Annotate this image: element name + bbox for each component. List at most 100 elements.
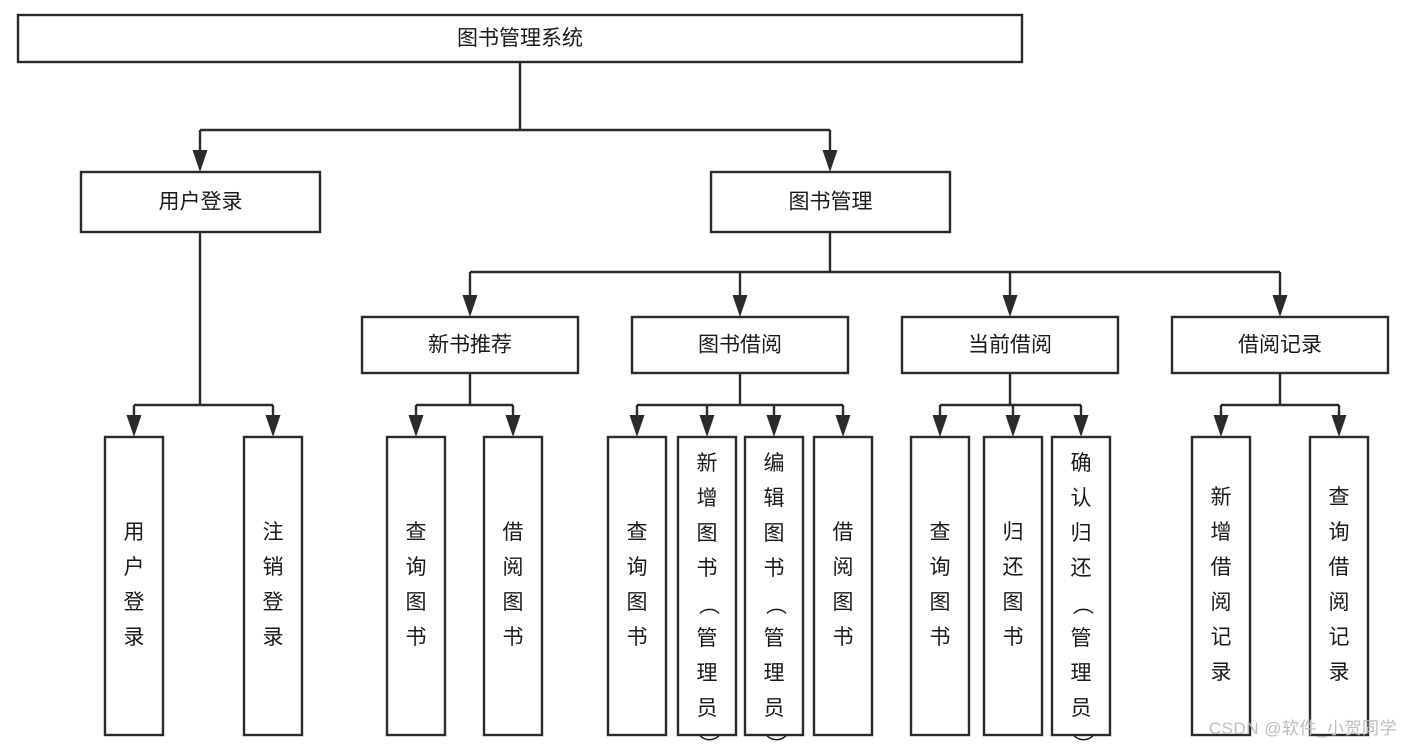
node-box[interactable]: [385, 435, 447, 737]
node-label-char: 辑: [764, 487, 785, 510]
node-label-char: 书: [503, 626, 524, 649]
node-box[interactable]: [360, 315, 580, 375]
node-box[interactable]: [900, 315, 1120, 375]
node-leaf-logout[interactable]: 注销登录注销登录: [242, 435, 304, 737]
node-label-char: 查: [1329, 486, 1350, 509]
node-leaf-add-record[interactable]: 新增借阅记录新增借阅记录: [1190, 435, 1252, 737]
node-label-char: ）: [1070, 734, 1093, 747]
arrow-to-leaf-logout: [265, 405, 281, 437]
node-label-char: 图: [833, 591, 854, 614]
node-borrow-records[interactable]: 借阅记录: [1170, 315, 1390, 375]
node-label-char: 询: [406, 556, 427, 579]
arrow-to-leaf-add-record: [1213, 405, 1229, 437]
node-label-char: （: [696, 594, 719, 615]
arrow-to-leaf-return-book: [1005, 405, 1021, 437]
arrow-to-leaf-query-record: [1331, 405, 1347, 437]
node-label-char: 员: [1071, 697, 1092, 720]
connector-layer: [134, 62, 1339, 407]
arrow-to-leaf-query-book-1: [408, 405, 424, 437]
node-leaf-borrow-book-1[interactable]: 借阅图书借阅图书: [482, 435, 544, 737]
node-label-char: 确: [1071, 452, 1092, 475]
node-box[interactable]: [1190, 435, 1252, 737]
node-label-char: 录: [263, 626, 284, 649]
node-label-char: 借: [833, 521, 854, 544]
node-box[interactable]: [1170, 315, 1390, 375]
node-label-char: 阅: [1211, 591, 1232, 614]
node-box[interactable]: [630, 315, 850, 375]
node-label-char: 新: [697, 452, 718, 475]
node-label-char: 归: [1071, 522, 1092, 545]
node-label-char: 查: [627, 521, 648, 544]
node-label-char: ）: [763, 734, 786, 747]
node-box[interactable]: [676, 435, 738, 737]
node-label-char: 查: [406, 521, 427, 544]
node-box[interactable]: [709, 170, 952, 234]
node-box[interactable]: [606, 435, 668, 737]
arrow-to-current-borrow: [1002, 272, 1018, 317]
node-root[interactable]: 图书管理系统: [16, 13, 1024, 64]
arrow-to-book-borrow: [732, 272, 748, 317]
arrow-to-leaf-query-book-3: [932, 405, 948, 437]
node-box[interactable]: [79, 170, 322, 234]
node-label-char: 理: [697, 662, 718, 685]
node-leaf-query-record[interactable]: 查询借阅记录查询借阅记录: [1308, 435, 1370, 737]
node-label-char: 询: [627, 556, 648, 579]
arrow-to-leaf-borrow-book-1: [505, 405, 521, 437]
bus-root: [200, 62, 830, 132]
node-label-char: 还: [1003, 556, 1024, 579]
node-label-char: 管: [764, 627, 785, 650]
arrow-to-leaf-edit-book: [766, 405, 782, 437]
node-box[interactable]: [982, 435, 1044, 737]
node-leaf-borrow-book-2[interactable]: 借阅图书借阅图书: [812, 435, 874, 737]
node-label-char: 图: [930, 591, 951, 614]
node-label-char: 录: [124, 626, 145, 649]
bus-book-management: [470, 232, 1280, 274]
node-label-char: 阅: [833, 556, 854, 579]
bus-user-login: [134, 232, 273, 407]
node-label-char: 员: [697, 697, 718, 720]
node-current-borrow[interactable]: 当前借阅: [900, 315, 1120, 375]
node-label-char: 书: [627, 626, 648, 649]
node-label-char: 书: [833, 626, 854, 649]
node-box[interactable]: [103, 435, 165, 737]
arrow-to-new-book-recommend: [462, 272, 478, 317]
node-box[interactable]: [482, 435, 544, 737]
node-book-management[interactable]: 图书管理: [709, 170, 952, 234]
node-box[interactable]: [909, 435, 971, 737]
arrow-to-user-login: [192, 130, 208, 172]
node-label: 图书借阅: [698, 334, 782, 357]
arrow-to-leaf-confirm-return: [1073, 405, 1089, 437]
node-box[interactable]: [812, 435, 874, 737]
node-book-borrow[interactable]: 图书借阅: [630, 315, 850, 375]
node-leaf-query-book-1[interactable]: 查询图书查询图书: [385, 435, 447, 737]
arrow-to-book-management: [822, 130, 838, 172]
node-box[interactable]: [16, 13, 1024, 64]
node-label-char: 登: [263, 591, 284, 614]
node-label: 新书推荐: [428, 334, 512, 357]
node-label-char: 记: [1329, 626, 1350, 649]
node-leaf-query-book-2[interactable]: 查询图书查询图书: [606, 435, 668, 737]
node-leaf-user-login[interactable]: 用户登录用户登录: [103, 435, 165, 737]
node-label-char: 阅: [1329, 591, 1350, 614]
node-box[interactable]: [1050, 435, 1112, 737]
node-box[interactable]: [743, 435, 805, 737]
bus-borrow-records: [1221, 373, 1339, 407]
node-label-char: 借: [1211, 556, 1232, 579]
node-user-login[interactable]: 用户登录: [79, 170, 322, 234]
node-label-char: （: [1070, 594, 1093, 615]
node-leaf-query-book-3[interactable]: 查询图书查询图书: [909, 435, 971, 737]
arrow-layer: [126, 130, 1347, 437]
node-label-char: 管: [697, 627, 718, 650]
node-leaf-return-book[interactable]: 归还图书归还图书: [982, 435, 1044, 737]
node-label-char: 员: [764, 697, 785, 720]
arrow-to-leaf-add-book: [699, 405, 715, 437]
node-new-book-recommend[interactable]: 新书推荐: [360, 315, 580, 375]
node-label-char: 注: [263, 521, 284, 544]
node-box[interactable]: [1308, 435, 1370, 737]
node-box[interactable]: [242, 435, 304, 737]
node-label: 图书管理系统: [457, 27, 583, 50]
